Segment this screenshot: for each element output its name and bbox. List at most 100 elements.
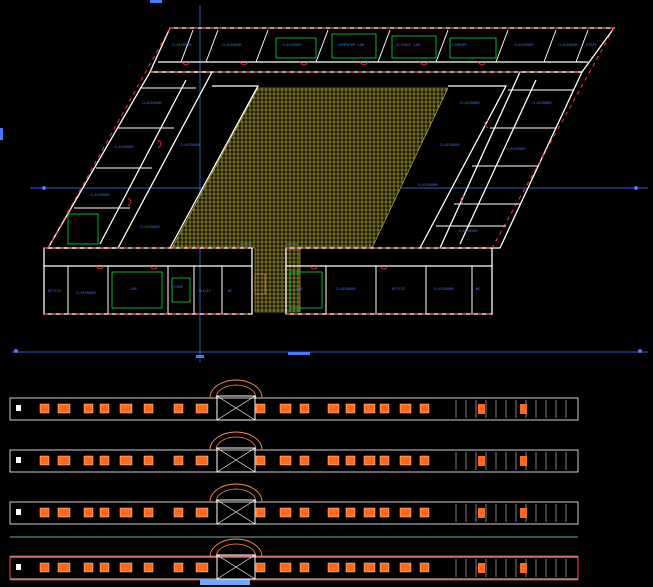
elevation-outline: [9, 556, 579, 580]
partition: [315, 29, 329, 63]
elevation-window: [327, 403, 340, 414]
elevation-1: [9, 379, 579, 421]
room-label: WC: [228, 289, 232, 293]
door-swing: [239, 61, 249, 66]
furniture-desk-group: [289, 271, 323, 309]
elevation-window: [39, 507, 50, 518]
elevation-window: [57, 562, 71, 573]
door-swing: [149, 265, 159, 270]
door-swing: [95, 265, 105, 270]
elevation-window: [327, 455, 340, 466]
elevation-window: [143, 455, 154, 466]
elevation-outline: [9, 397, 579, 421]
entrance-portal: [216, 447, 256, 473]
elevation-window: [363, 455, 376, 466]
elevation-window: [419, 403, 430, 414]
door-swing: [309, 265, 319, 270]
partition: [377, 29, 391, 63]
elevation-window: [255, 562, 266, 573]
elevation-window: [345, 562, 356, 573]
elevation-window: [363, 562, 376, 573]
furniture-desk-group: [67, 213, 99, 245]
room-label: SCIENCE LAB: [396, 43, 420, 47]
axis-marker: [150, 0, 162, 3]
south-west-block: [43, 247, 253, 315]
room-label: CLASSROOM: [282, 43, 302, 47]
axis-marker: [0, 128, 3, 140]
room-label: OFFICE: [392, 287, 405, 291]
furniture-desk-group: [275, 37, 317, 59]
room-label: LAB: [130, 287, 137, 291]
entrance-portal: [216, 395, 256, 421]
elevation-window: [327, 562, 340, 573]
entrance-steps: [240, 243, 298, 295]
partition: [435, 29, 449, 63]
door-swing: [299, 61, 309, 66]
partition: [205, 29, 219, 63]
elevation-window: [195, 507, 209, 518]
door-swing: [359, 61, 369, 66]
elevation-window: [279, 507, 292, 518]
room-label: CLASSROOM: [172, 43, 192, 47]
elevation-4: [9, 536, 579, 585]
room-label: STORE: [172, 285, 183, 289]
east-wing-corridor: [459, 79, 537, 245]
room-label: COMPUTER LAB: [338, 43, 364, 47]
door-swing: [484, 119, 489, 129]
elevation-window: [39, 403, 50, 414]
elevation-window: [173, 562, 184, 573]
room-label: CLASSROOM: [142, 101, 162, 105]
north-wing-partitions: [180, 29, 589, 63]
elevation-window: [99, 507, 110, 518]
elevation-window: [345, 403, 356, 414]
elevation-window: [255, 455, 266, 466]
elevation-window: [39, 562, 50, 573]
elevation-window: [363, 507, 376, 518]
room-label: CLASSROOM: [558, 43, 578, 47]
courtyard-edge-west: [169, 85, 260, 249]
entrance-cross: [216, 395, 256, 421]
elevation-window: [83, 403, 94, 414]
furniture-desk-group: [171, 277, 191, 303]
axis-markers: [0, 0, 642, 358]
elevation-window: [379, 455, 390, 466]
elevation-window: [99, 403, 110, 414]
furniture-blocks: [67, 33, 497, 309]
furniture-desk-group: [449, 37, 497, 59]
room-label: CLASSROOM: [90, 193, 110, 197]
elevation-window: [299, 562, 310, 573]
entrance-mat: [254, 273, 266, 295]
side-window: [520, 508, 527, 518]
axis-bubble: [638, 349, 642, 353]
wall-dash: [491, 27, 615, 249]
west-wing-corridor: [99, 79, 187, 245]
elevation-window: [399, 455, 412, 466]
room-label: STAFF: [586, 43, 597, 47]
room-label: CLASSROOM: [114, 145, 134, 149]
south-east-block: [285, 247, 493, 315]
furniture-desk-group: [111, 271, 163, 309]
door-swing: [419, 61, 429, 66]
elevation-facade-frame: [9, 555, 579, 581]
door-swing: [157, 139, 162, 149]
room-label: CLASSROOM: [440, 143, 460, 147]
corner-marker: [16, 509, 21, 515]
partition: [180, 29, 194, 63]
axis-marker: [196, 355, 204, 358]
corner-marker: [16, 405, 21, 411]
entrance-cross: [216, 499, 256, 525]
elevation-window: [363, 403, 376, 414]
entrance-arch: [209, 483, 263, 503]
entrance-cross: [216, 447, 256, 473]
elevation-window: [119, 507, 133, 518]
partition: [575, 29, 589, 63]
elevation-window: [299, 455, 310, 466]
elevation-window: [57, 507, 71, 518]
west-wing-partitions: [74, 87, 196, 209]
room-label: CLASSROOM: [222, 43, 242, 47]
elevation-window: [255, 507, 266, 518]
elevation-window: [195, 455, 209, 466]
entrance-arch: [209, 379, 263, 399]
elevations-group: [9, 379, 579, 585]
